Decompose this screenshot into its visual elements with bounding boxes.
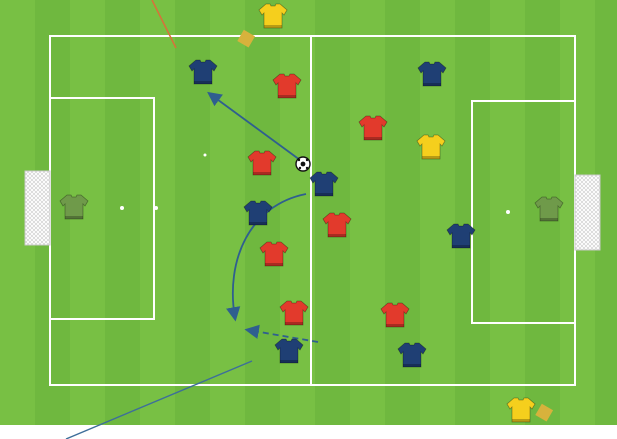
grass-stripes	[35, 0, 617, 425]
goal-net-icon	[575, 175, 600, 250]
goal-net-icon	[25, 171, 50, 245]
penalty-spot-right	[506, 210, 510, 214]
grass-field	[0, 0, 617, 425]
penalty-spot-left	[120, 206, 124, 210]
soccer-ball-icon	[296, 157, 310, 171]
field-mark	[204, 154, 207, 157]
grass-stripe	[105, 0, 140, 425]
penalty-arc-mark-left	[154, 206, 158, 210]
grass-stripe	[315, 0, 350, 425]
